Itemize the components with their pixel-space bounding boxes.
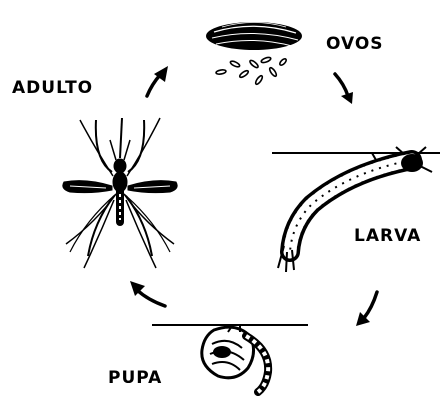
arrow-pupa-to-adult	[130, 281, 165, 306]
label-larva: LARVA	[354, 226, 421, 246]
label-pupa: PUPA	[108, 368, 162, 388]
adult-mosquito-illustration	[63, 118, 177, 268]
egg-raft-illustration	[206, 22, 302, 50]
arrow-larva-to-pupa	[356, 292, 377, 326]
label-adult: ADULTO	[12, 78, 93, 98]
arrow-adult-to-eggs	[147, 66, 168, 96]
label-eggs: OVOS	[326, 34, 384, 54]
larva-illustration	[278, 147, 432, 272]
pupa-illustration	[202, 326, 268, 392]
arrow-eggs-to-larva	[335, 74, 353, 104]
single-eggs-illustration	[216, 56, 288, 85]
